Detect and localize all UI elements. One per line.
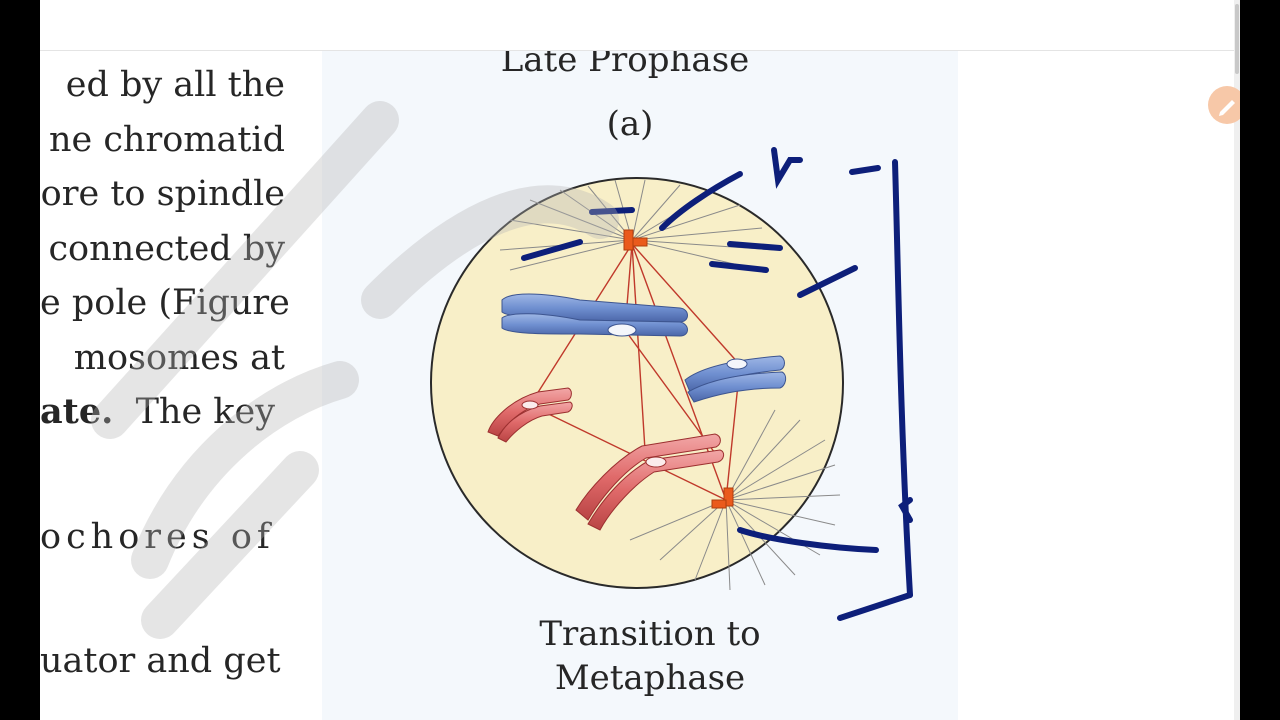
document-viewport: ed by all the ne chromatid ore to spindl… — [40, 0, 1240, 720]
blue-chromosome-large — [501, 293, 688, 337]
figure-panel-label: (a) — [606, 104, 654, 144]
cell-division-diagram — [430, 147, 913, 621]
caption-line: Metaphase — [554, 658, 746, 698]
red-chromosome-large — [575, 433, 725, 531]
text-line: e pole (Figure — [40, 283, 290, 323]
scrollbar-thumb[interactable] — [1235, 4, 1239, 74]
body-text-column: ed by all the ne chromatid ore to spindl… — [40, 58, 290, 689]
vertical-scrollbar[interactable] — [1234, 0, 1240, 720]
text-line: mosomes at — [73, 337, 285, 378]
text-line: ed by all the — [65, 65, 285, 105]
pencil-icon — [1219, 100, 1235, 116]
edit-button[interactable] — [1208, 86, 1240, 124]
bold-term: ate. — [40, 391, 114, 432]
lower-centrosome — [711, 487, 734, 509]
handwritten-annotations — [521, 147, 913, 621]
text-line: connected by — [48, 228, 285, 269]
caption-line: Transition to — [539, 614, 761, 654]
text-line: ore to spindle — [40, 174, 285, 214]
text-line: ne chromatid — [48, 119, 285, 160]
upper-centrosome — [623, 229, 648, 251]
viewer-top-bar — [40, 0, 1234, 51]
red-chromosome-small — [487, 387, 573, 443]
text-line: ochores of — [40, 516, 275, 557]
lower-aster — [629, 409, 841, 591]
blue-chromosome-small — [684, 355, 787, 403]
text-line: ate. The key — [40, 385, 285, 440]
text-line: uator and get — [40, 641, 281, 681]
figure-caption: Transition to Metaphase — [500, 612, 800, 700]
text-fragment: The key — [135, 392, 275, 432]
